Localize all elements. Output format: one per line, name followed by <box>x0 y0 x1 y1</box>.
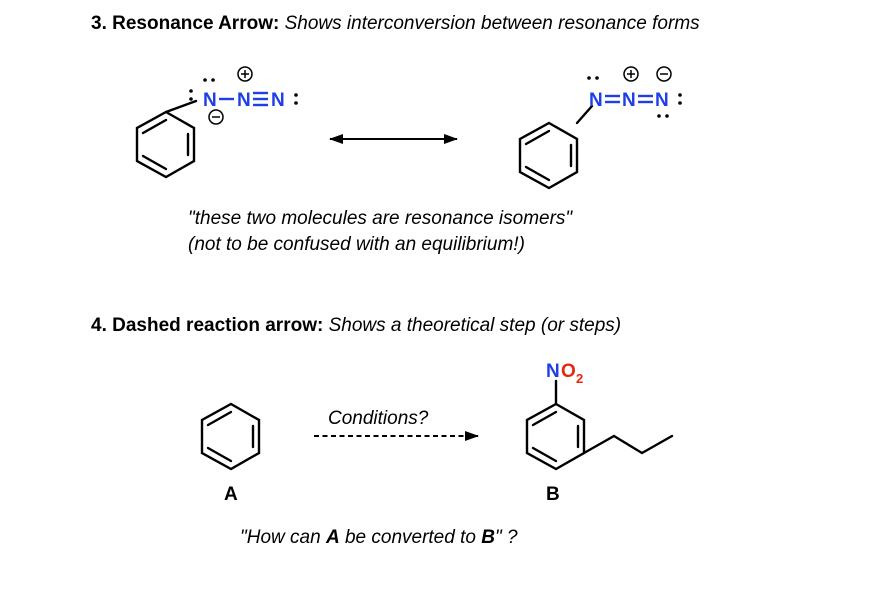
section3-number: 3. <box>91 13 107 34</box>
resonance-quote-line2: (not to be confused with an equilibrium!… <box>188 234 525 255</box>
question-b: B <box>481 527 495 548</box>
nitro-group: N O 2 <box>546 361 583 386</box>
right-azide: N N N <box>587 66 682 118</box>
section4-number: 4. <box>91 315 107 336</box>
right-n3-negative-charge-icon <box>656 66 672 82</box>
compound-a-label: A <box>224 484 238 505</box>
right-n2-atom: N <box>622 90 636 111</box>
right-benzene-ring <box>518 121 579 190</box>
nitro-n-atom: N <box>546 361 560 382</box>
propyl-chain <box>582 434 674 455</box>
right-n1-n2-double-bond <box>605 94 620 104</box>
section3-description: Shows interconversion between resonance … <box>284 13 700 34</box>
nitro-o-atom: O <box>561 361 576 382</box>
left-n2-positive-charge-icon <box>237 66 253 82</box>
section4-title: Dashed reaction arrow: <box>112 315 324 336</box>
compound-b-label: B <box>546 484 560 505</box>
right-aryl-n-bond <box>575 104 594 125</box>
right-n1-atom: N <box>589 90 603 111</box>
section4-description: Shows a theoretical step (or steps) <box>328 315 622 336</box>
conversion-question: "How can A be converted to B" ? <box>240 528 518 547</box>
right-n2-n3-double-bond <box>638 94 653 104</box>
right-lone-pairs <box>587 76 682 118</box>
nitro-subscript: 2 <box>576 371 583 386</box>
question-a: A <box>325 527 340 548</box>
left-n3-atom: N <box>271 90 285 111</box>
left-benzene-ring <box>135 110 196 179</box>
question-mid: be converted to <box>339 527 482 548</box>
resonance-quote-line1: "these two molecules are resonance isome… <box>188 208 573 229</box>
left-aryl-n-bond <box>164 99 198 114</box>
left-lone-pairs <box>189 78 298 105</box>
compound-b-benzene <box>525 402 586 471</box>
left-azide: N N N <box>189 66 298 125</box>
section3-title: Resonance Arrow: <box>112 13 280 34</box>
left-n2-atom: N <box>237 90 251 111</box>
left-n1-atom: N <box>203 90 217 111</box>
right-n3-atom: N <box>655 90 669 111</box>
question-pre: "How can <box>240 527 326 548</box>
left-n1-negative-charge-icon <box>208 109 224 125</box>
section4-heading: 4. Dashed reaction arrow: Shows a theore… <box>91 316 621 335</box>
left-n2-n3-triple-bond <box>253 91 268 107</box>
conditions-label: Conditions? <box>328 408 429 429</box>
right-n2-positive-charge-icon <box>623 66 639 82</box>
question-post: " ? <box>494 527 518 548</box>
compound-a-benzene <box>200 402 261 471</box>
section3-heading: 3. Resonance Arrow: Shows interconversio… <box>91 14 700 33</box>
